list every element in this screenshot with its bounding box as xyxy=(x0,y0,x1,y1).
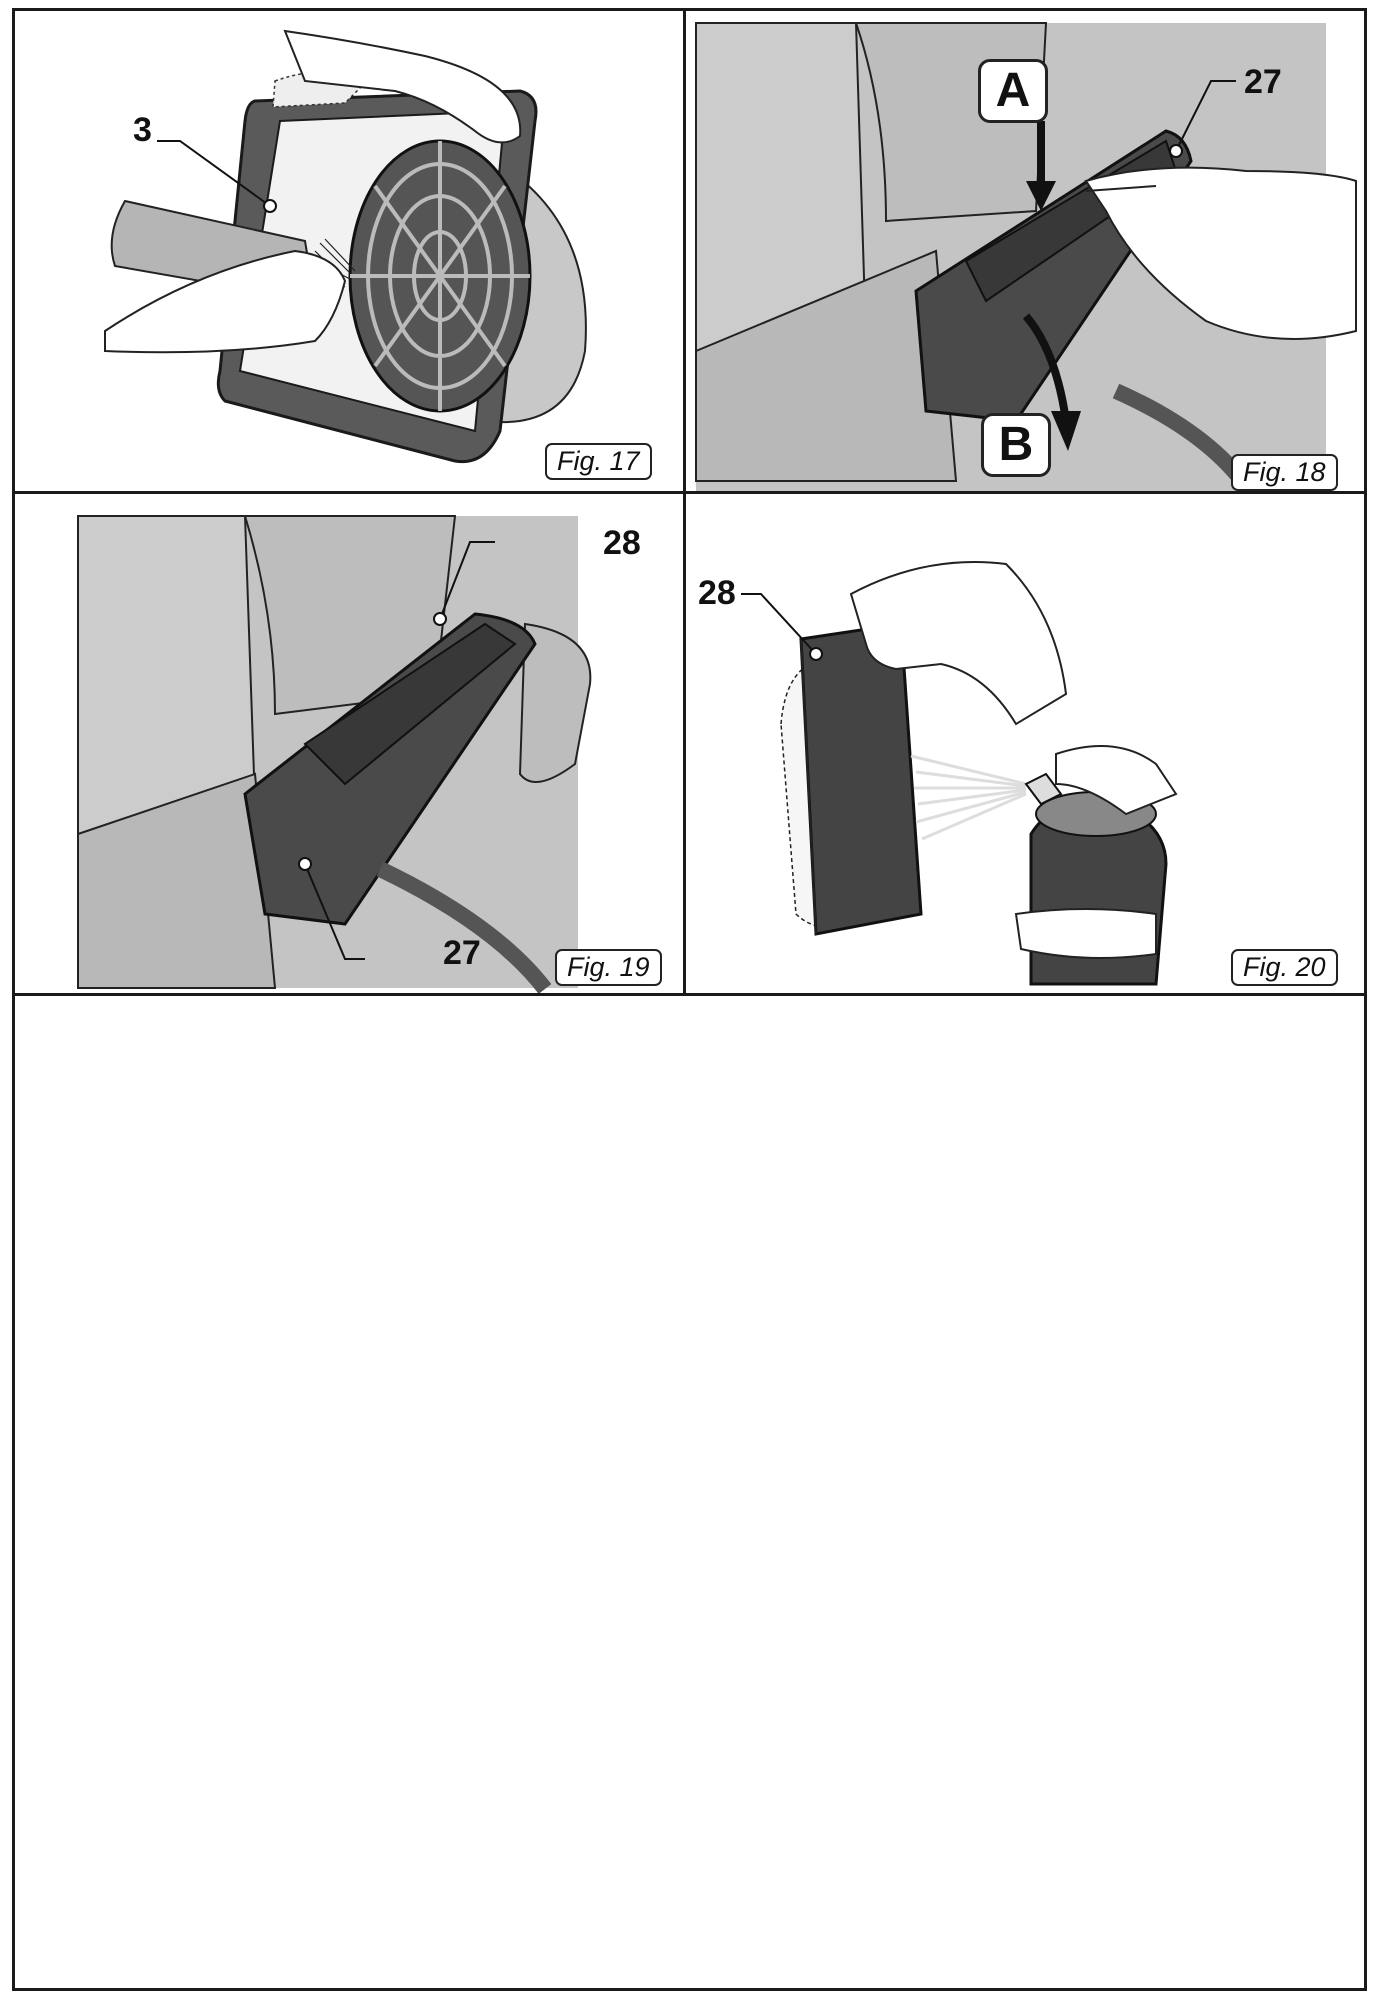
divider-row-1 xyxy=(12,491,1367,494)
figure-19-illustration xyxy=(77,515,592,993)
figure-18-label: Fig. 18 xyxy=(1231,454,1338,491)
figure-20-label: Fig. 20 xyxy=(1231,949,1338,986)
callout-28-fig20: 28 xyxy=(698,574,736,612)
figure-20-panel: 28 Fig. 20 xyxy=(686,494,1364,993)
manual-page-frame xyxy=(12,8,1367,1991)
callout-3: 3 xyxy=(133,111,152,149)
figure-17-label: Fig. 17 xyxy=(545,443,652,480)
figure-17-illustration xyxy=(104,29,587,464)
figure-17-panel: 3 Fig. 17 xyxy=(15,11,683,491)
callout-27-fig18: 27 xyxy=(1244,63,1282,101)
arrow-label-b: B xyxy=(981,413,1051,477)
callout-27-fig19: 27 xyxy=(443,934,481,972)
figure-20-illustration xyxy=(741,561,1178,986)
divider-row-2 xyxy=(12,993,1367,996)
figure-19-label: Fig. 19 xyxy=(555,949,662,986)
figure-19-panel: 28 27 Fig. 19 xyxy=(15,494,683,993)
divider-col xyxy=(683,8,686,995)
figure-18-panel: A B 27 Fig. 18 xyxy=(686,11,1364,491)
blank-page-area xyxy=(15,996,1364,1988)
callout-28-fig19: 28 xyxy=(603,524,641,562)
arrow-label-a: A xyxy=(978,59,1048,123)
